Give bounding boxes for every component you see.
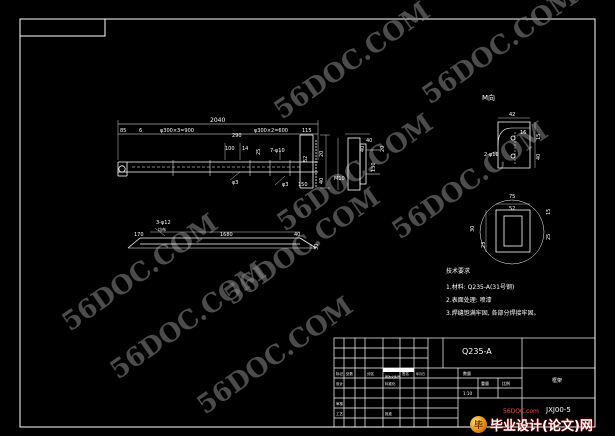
dim-d20: 20 (319, 151, 325, 157)
dim-hole-pattern-a: φ300×3=900 (160, 128, 194, 134)
note-item: 1.材料: Q235-A(31号钢) (446, 283, 514, 291)
title-cell: 处数 (346, 371, 354, 376)
dim-b23: 23 (481, 242, 487, 248)
title-scale-value: 1:10 (463, 391, 472, 396)
m-view-detail (497, 117, 536, 169)
dim-d6: 6 (139, 128, 142, 134)
title-cell: 标准化 (385, 381, 396, 386)
title-weight-label: 重量 (481, 380, 489, 386)
title-part-name: 框架 (552, 377, 562, 384)
brand-url: 56DOC.com (503, 408, 539, 415)
dim-phi3: φ3 (232, 180, 238, 186)
dim-d290: 290 (232, 133, 242, 139)
dim-d20-side: 20 (380, 146, 386, 152)
dim-d52: 52 (303, 156, 309, 162)
dim-d25: 25 (256, 149, 262, 155)
dim-phi3b: φ3 (282, 182, 288, 188)
note-item: 3.焊缝饱满牢固, 各部分焊接牢固。 (446, 309, 540, 317)
dim-low-3phi12: 3-φ12 (156, 220, 171, 226)
dim-b75: 75 (509, 194, 515, 200)
dim-b52: 52 (509, 206, 515, 212)
title-cell: 标记 (336, 371, 344, 376)
dim-hole-pattern-b: φ300×2=600 (254, 128, 288, 134)
dim-m15: 15 (536, 134, 542, 140)
dim-d150: 150 (298, 182, 308, 188)
lower-plan-view (127, 227, 317, 249)
dim-overall-length: 2040 (210, 117, 225, 124)
dim-m2phi10: 2-φ10 (484, 152, 499, 158)
title-cell: 年月日 (416, 371, 425, 376)
title-scale-label: 比例 (502, 380, 510, 386)
dim-b25: 25 (546, 234, 552, 240)
dim-m16: 16 (520, 130, 526, 136)
dim-low-30: 30 (314, 244, 320, 250)
title-cell: 工艺 (336, 411, 344, 416)
title-material: Q235-A (462, 347, 492, 356)
dim-d40-side: 40 (366, 138, 372, 144)
dim-d100: 100 (225, 146, 235, 152)
title-qty-label: 数量 (463, 370, 471, 376)
title-cell: 更改文件号 (385, 374, 400, 379)
dim-d40-right: 40 (319, 178, 325, 184)
bracket-section-view (479, 199, 545, 265)
title-cell: 审核 (336, 401, 344, 406)
dim-m42: 42 (509, 112, 515, 118)
title-cell: 分区 (367, 371, 375, 376)
dim-low-40: 40 (294, 232, 300, 238)
title-block-highlight (383, 368, 414, 372)
dim-d14: 14 (242, 146, 248, 152)
dim-d40-side2: 40 (360, 146, 366, 152)
brand-text: 毕业设计(论文)网 (490, 418, 593, 434)
dim-low-1680: 1680 (220, 232, 233, 238)
corner-title-box (19, 18, 106, 37)
notes-title: 技术要求 (446, 267, 470, 275)
dim-left-offset: 85 (120, 128, 126, 134)
title-cell: 设计 (336, 381, 344, 386)
brand-logo-icon: 毕 (470, 415, 487, 433)
side-section-view (337, 133, 380, 191)
dim-m40: 40 (536, 154, 542, 160)
dim-d130: 130 (371, 162, 377, 172)
title-drawing-no: JXJ00-5 (545, 406, 571, 414)
dim-low-170: 170 (134, 232, 144, 238)
dim-7phi10: 7-φ10 (270, 148, 285, 154)
title-cell: 签名 (402, 371, 409, 376)
dim-m10: M10 (334, 176, 345, 182)
view-label-m: M向 (482, 93, 495, 102)
title-block (333, 337, 596, 428)
dim-b30: 30 (470, 226, 476, 232)
outer-frame (19, 18, 596, 428)
title-cell: 批准 (385, 411, 393, 416)
dim-d115: 115 (302, 128, 312, 134)
dim-b15: 15 (546, 209, 552, 215)
dim-low-tag: 均布 (158, 226, 166, 232)
main-elevation-view (117, 120, 330, 189)
note-item: 2.表面处理: 喷漆 (446, 296, 492, 304)
brand-watermark-badge[interactable]: 毕 毕业设计(论文)网 (470, 414, 612, 434)
